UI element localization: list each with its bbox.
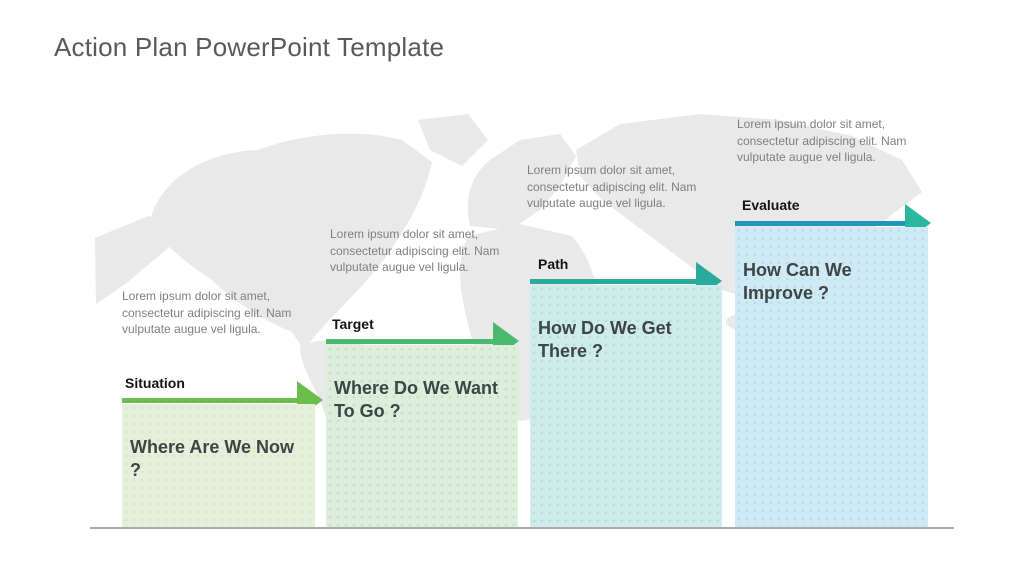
baseline-divider [90,527,954,529]
page-title: Action Plan PowerPoint Template [54,32,445,62]
